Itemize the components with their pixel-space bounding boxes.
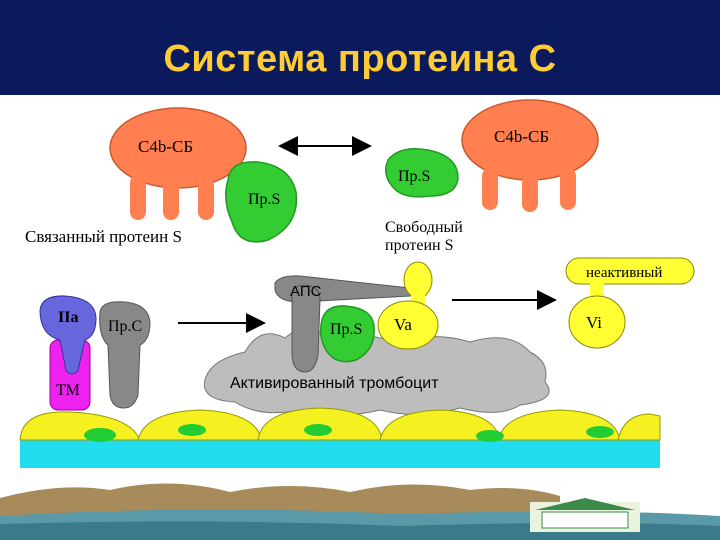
factor-va <box>378 262 438 349</box>
c4b-right-label: C4b-СБ <box>494 127 549 146</box>
activated-platelet-label: Активированный тромбоцит <box>230 375 439 392</box>
free-protein-s-line2: протеин S <box>385 237 453 254</box>
c4b-bp-right <box>462 100 598 212</box>
va-label: Va <box>394 315 412 334</box>
apc-label: АПС <box>290 283 322 300</box>
iia-label: IIa <box>58 309 78 326</box>
endothelium <box>20 408 660 468</box>
bound-protein-s-label: Связанный протеин S <box>25 227 182 246</box>
vi-label: Vi <box>586 313 602 332</box>
slide-title: Система протеина С <box>0 38 720 81</box>
c4b-left-label: C4b-СБ <box>138 137 193 156</box>
prc-label: Пр.С <box>108 318 142 335</box>
prs-free-label: Пр.S <box>398 168 430 185</box>
footer-decoration <box>0 468 720 540</box>
tm-label: ТМ <box>56 382 80 399</box>
protein-c-diagram: C4b-СБ Пр.S Связанный протеин S Пр.S C4b… <box>0 95 720 468</box>
activated-platelet <box>204 329 549 415</box>
prs-platelet-label: Пр.S <box>330 321 362 338</box>
inactive-label: неактивный <box>586 265 662 281</box>
free-protein-s-line1: Свободный <box>385 219 463 236</box>
prs-bound-label: Пр.S <box>248 191 280 208</box>
